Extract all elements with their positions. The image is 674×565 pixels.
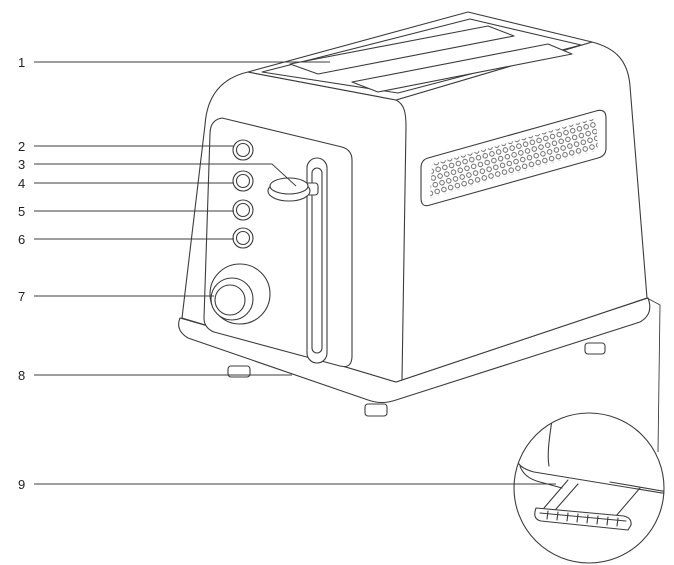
callout-9-label: 9 <box>18 477 25 492</box>
callout-5-label: 5 <box>18 204 25 219</box>
button-reheat <box>232 170 254 192</box>
inset-circle <box>513 412 665 564</box>
button-cancel <box>232 139 254 161</box>
callout-labels: 1 2 3 4 5 6 7 8 9 <box>18 55 25 492</box>
callout-3-line <box>34 163 297 187</box>
callout-7-label: 7 <box>18 289 25 304</box>
button-defrost <box>232 199 254 221</box>
crumb-tray-rail-left <box>543 479 569 509</box>
foot-left <box>227 365 251 378</box>
carriage-lever <box>267 177 319 202</box>
foot-right <box>584 342 606 355</box>
bread-slot-left <box>289 25 515 75</box>
front-panel <box>203 117 353 368</box>
base-plate <box>178 297 651 404</box>
callout-2-label: 2 <box>18 139 25 154</box>
control-buttons <box>232 139 254 249</box>
callout-8-label: 8 <box>18 368 25 383</box>
inset-connector-line <box>646 297 661 453</box>
callout-4-label: 4 <box>18 176 25 191</box>
crumb-tray-rail-inner <box>555 483 579 510</box>
foot-front <box>364 403 388 417</box>
crumb-tray-rail-right <box>615 487 641 517</box>
lever-channel-inner <box>311 167 323 354</box>
callout-6-label: 6 <box>18 232 25 247</box>
callout-3-label: 3 <box>18 157 25 172</box>
toaster-illustration <box>178 11 651 417</box>
side-vent-holes <box>430 118 598 198</box>
callout-leaders <box>34 61 556 485</box>
callout-1-label: 1 <box>18 55 25 70</box>
body-corner-edge <box>395 99 407 381</box>
button-bagel <box>232 227 254 249</box>
top-face-inner-rim <box>261 18 582 94</box>
crumb-tray-inset <box>513 412 665 564</box>
browning-control-knob <box>209 263 271 325</box>
bread-slot-right <box>351 43 573 93</box>
